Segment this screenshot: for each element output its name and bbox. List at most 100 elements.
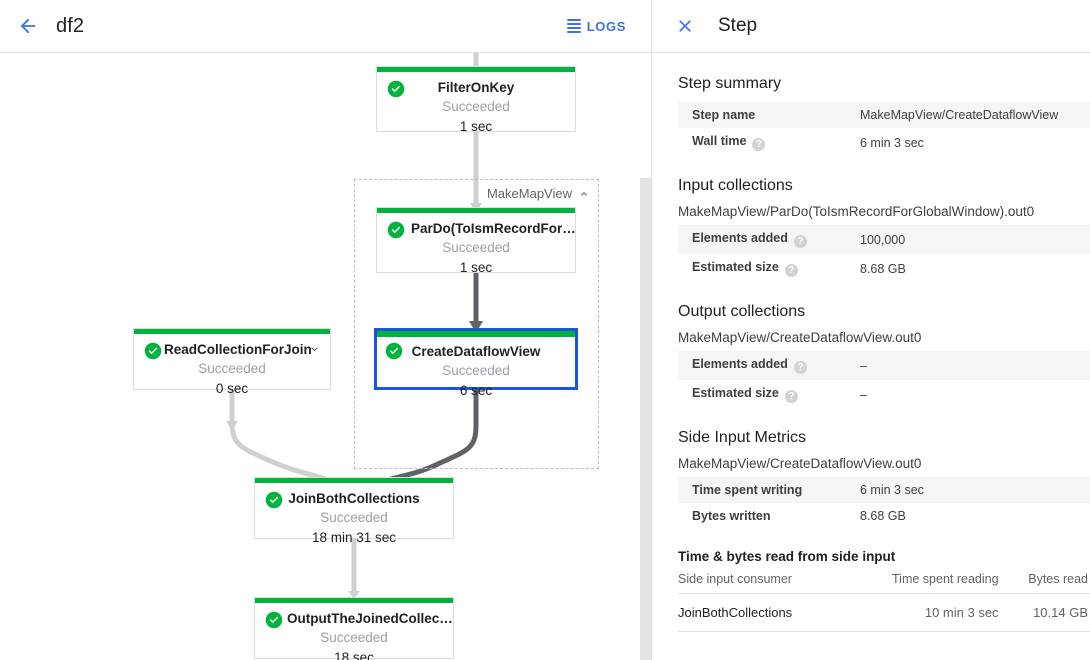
help-icon[interactable]: ? xyxy=(784,264,798,277)
node-status: Succeeded xyxy=(198,361,266,376)
cell-bytes-read: 10.14 GB xyxy=(1000,593,1090,632)
node-body: ReadCollectionForJoin Succeeded 0 sec xyxy=(134,329,330,399)
graph-vertical-scrollbar[interactable] xyxy=(640,178,651,660)
step-details-pane: Step Step summary Step name MakeMapView/… xyxy=(652,0,1090,660)
node-time: 0 sec xyxy=(215,381,249,396)
table-row: Elements added? – xyxy=(678,351,1090,380)
node-time: 1 sec xyxy=(459,119,493,134)
node-title: OutputTheJoinedCollec… xyxy=(287,611,453,626)
graph-node-readcollectionforjoin[interactable]: ReadCollectionForJoin Succeeded 0 sec xyxy=(133,328,331,396)
side-input-read-heading: Time & bytes read from side input xyxy=(678,549,896,564)
job-graph-canvas[interactable]: MakeMapView FilterOnKey Succeeded 1 se xyxy=(0,53,651,660)
row-key: Bytes written xyxy=(692,509,771,523)
node-status: Succeeded xyxy=(320,510,388,525)
edge-arrow-readcollection xyxy=(226,421,238,431)
arrow-left-icon[interactable] xyxy=(8,6,48,46)
row-value: MakeMapView/CreateDataflowView xyxy=(860,108,1059,122)
column-header-bytes-read: Bytes read xyxy=(1000,568,1090,594)
input-collections-heading: Input collections xyxy=(678,177,793,194)
left-toolbar: df2 LOGS xyxy=(0,0,651,53)
side-input-metrics-heading: Side Input Metrics xyxy=(678,429,807,446)
step-panel-title: Step xyxy=(718,15,758,36)
row-key: Elements added? xyxy=(678,225,846,254)
node-time: 1 sec xyxy=(459,260,493,275)
cell-side-input-consumer: JoinBothCollections xyxy=(678,593,844,632)
step-panel-content: Step summary Step name MakeMapView/Creat… xyxy=(652,53,1090,660)
table-header-row: Side input consumer Time spent reading B… xyxy=(678,568,1090,594)
row-key-label: Estimated size xyxy=(692,386,779,400)
input-collection-name: MakeMapView/ParDo(ToIsmRecordForGlobalWi… xyxy=(678,204,1035,219)
graph-node-joinbothcollections[interactable]: JoinBothCollections Succeeded 18 min 31 … xyxy=(254,477,454,545)
group-makemapview[interactable]: MakeMapView xyxy=(354,179,599,469)
edge-arrow-output xyxy=(348,591,360,599)
node-status-bar xyxy=(255,478,453,483)
logs-button[interactable]: LOGS xyxy=(563,13,630,40)
row-value: – xyxy=(860,358,867,373)
node-time: 18 min 31 sec xyxy=(311,530,397,545)
check-circle-icon xyxy=(387,80,405,98)
help-icon[interactable]: ? xyxy=(793,361,807,374)
node-body: ParDo(ToIsmRecordFor… Succeeded 1 sec xyxy=(377,208,575,278)
help-icon[interactable]: ? xyxy=(784,390,798,403)
node-title: ReadCollectionForJoin xyxy=(164,342,312,357)
row-key: Time spent writing xyxy=(692,483,803,497)
chevron-up-icon[interactable] xyxy=(578,188,590,200)
graph-node-createdataflowview[interactable]: CreateDataflowView Succeeded 6 sec xyxy=(374,328,578,398)
row-value: 100,000 xyxy=(860,232,906,247)
check-circle-icon xyxy=(144,342,162,360)
row-value: – xyxy=(860,387,867,402)
side-input-metrics-table: Time spent writing 6 min 3 sec Bytes wri… xyxy=(678,477,1090,529)
node-body: OutputTheJoinedCollec… Succeeded 18 sec xyxy=(255,598,453,660)
row-key: Elements added? xyxy=(678,351,846,380)
node-status: Succeeded xyxy=(442,240,510,255)
edge-createdataflowview-to-join xyxy=(383,387,479,484)
group-makemapview-label: MakeMapView xyxy=(486,186,572,201)
node-time: 6 sec xyxy=(459,383,493,398)
help-icon[interactable]: ? xyxy=(793,235,807,248)
output-collections-table: Elements added? – Estimated size? – xyxy=(678,351,1090,409)
check-circle-icon xyxy=(387,221,405,239)
page-title: df2 xyxy=(56,14,85,37)
chevron-down-icon[interactable] xyxy=(308,343,321,356)
row-value: 6 min 3 sec xyxy=(860,483,924,497)
logs-list-icon xyxy=(566,19,581,33)
job-graph-pane: df2 LOGS xyxy=(0,0,652,660)
side-input-read-table: Side input consumer Time spent reading B… xyxy=(678,568,1090,632)
step-summary-table: Step name MakeMapView/CreateDataflowView… xyxy=(678,102,1090,157)
row-key: Wall time? xyxy=(678,128,846,157)
row-value: 8.68 GB xyxy=(860,261,906,276)
check-circle-icon xyxy=(265,491,283,509)
node-status-bar xyxy=(377,208,575,213)
close-icon[interactable] xyxy=(665,6,705,46)
row-value: 8.68 GB xyxy=(860,509,906,523)
node-body: JoinBothCollections Succeeded 18 min 31 … xyxy=(255,478,453,548)
help-icon[interactable]: ? xyxy=(752,138,766,151)
row-value: 6 min 3 sec xyxy=(860,135,924,150)
node-title: ParDo(ToIsmRecordFor… xyxy=(411,221,575,236)
table-row: Estimated size? – xyxy=(678,380,1090,409)
table-row[interactable]: JoinBothCollections 10 min 3 sec 10.14 G… xyxy=(678,593,1090,632)
graph-node-pardo[interactable]: ParDo(ToIsmRecordFor… Succeeded 1 sec xyxy=(376,207,576,275)
table-row: Wall time? 6 min 3 sec xyxy=(678,128,1090,157)
row-key: Estimated size? xyxy=(678,254,846,283)
check-circle-icon xyxy=(385,342,403,360)
group-makemapview-label-row[interactable]: MakeMapView xyxy=(487,186,590,201)
node-status-bar xyxy=(377,331,575,337)
step-summary-heading: Step summary xyxy=(678,75,782,92)
edge-readcollection-to-join xyxy=(229,390,329,483)
row-key-label: Estimated size xyxy=(692,260,779,274)
check-circle-icon xyxy=(265,611,283,629)
node-title: FilterOnKey xyxy=(437,80,515,95)
edge-arrow-createdataflowview xyxy=(469,321,483,333)
side-input-collection-name: MakeMapView/CreateDataflowView.out0 xyxy=(678,456,922,471)
node-body: FilterOnKey Succeeded 1 sec xyxy=(377,67,575,137)
table-row: Estimated size? 8.68 GB xyxy=(678,254,1090,283)
cell-time-spent-reading: 10 min 3 sec xyxy=(843,593,1001,632)
graph-node-outputthejoinedcollection[interactable]: OutputTheJoinedCollec… Succeeded 18 sec xyxy=(254,597,454,660)
table-row: Step name MakeMapView/CreateDataflowView xyxy=(678,102,1090,128)
graph-edges xyxy=(226,53,483,599)
node-title: CreateDataflowView xyxy=(411,344,541,359)
graph-node-filteronkey[interactable]: FilterOnKey Succeeded 1 sec xyxy=(376,66,576,134)
node-status: Succeeded xyxy=(442,99,510,114)
